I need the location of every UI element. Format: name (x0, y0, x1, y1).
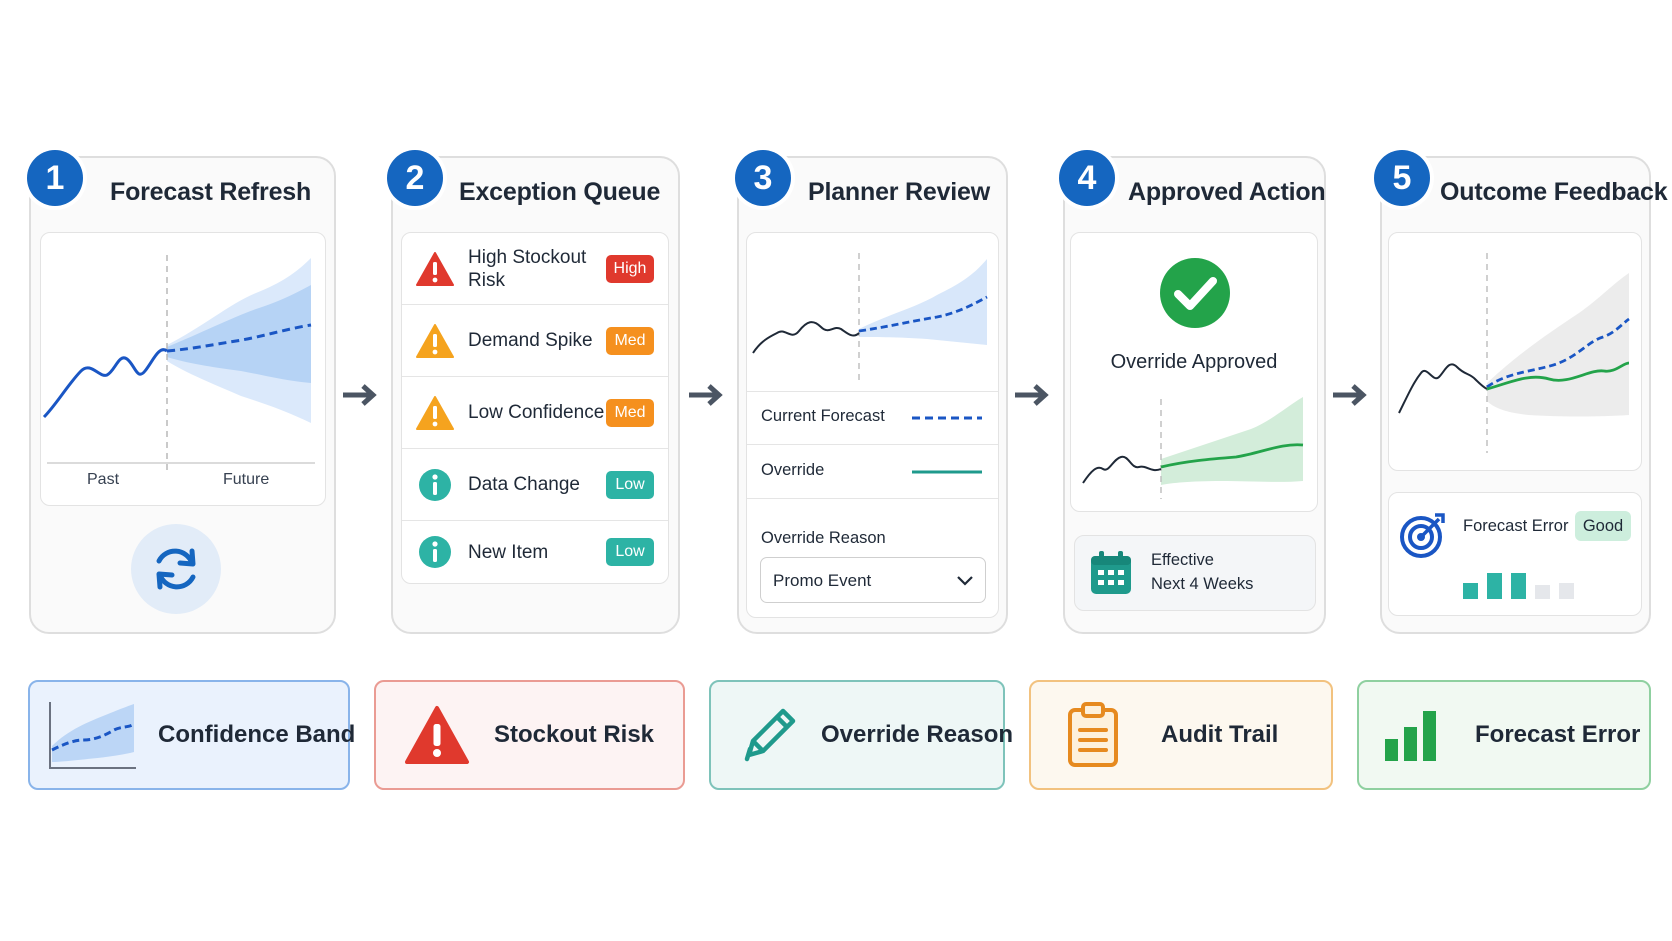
step-number-badge: 2 (387, 150, 443, 206)
effective-date-box: Effective Next 4 Weeks (1074, 535, 1316, 611)
legend-card-confidence-band: Confidence Band (28, 680, 355, 790)
legend-label: Stockout Risk (494, 721, 655, 748)
legend-card-override-reason: Override Reason (709, 680, 1013, 790)
calendar-icon (1091, 551, 1131, 594)
step-title: Outcome Feedback (1440, 178, 1668, 206)
warning-orange-icon (416, 323, 454, 358)
severity-badge-low: Low (606, 470, 654, 499)
approval-status: Override Approved (1110, 351, 1278, 373)
outcome-chart (1398, 253, 1630, 453)
clipboard-icon (1068, 702, 1118, 767)
step-number-badge: 4 (1059, 150, 1115, 206)
good-badge: Good (1575, 511, 1631, 541)
effective-value: Next 4 Weeks (1151, 575, 1254, 593)
override-reason-value: Promo Event (773, 571, 872, 590)
outcome-chart-panel (1388, 232, 1642, 471)
pencil-icon (744, 708, 796, 762)
exception-label: New Item (468, 541, 549, 563)
forecast-error-label: Forecast Error (1463, 517, 1569, 535)
check-circle-icon (1160, 258, 1230, 328)
exception-row[interactable]: Demand Spike Med (402, 305, 668, 377)
legend-card-audit-trail: Audit Trail (1029, 680, 1333, 790)
forecast-chart-panel: Past Future (40, 232, 326, 506)
bar-chart-icon (1385, 711, 1436, 761)
legend-label: Override Reason (821, 721, 1014, 748)
review-forecast-chart (752, 253, 988, 383)
exception-row[interactable]: High Stockout Risk High (402, 233, 668, 305)
severity-badge-low: Low (606, 538, 654, 566)
warning-red-icon (416, 251, 454, 286)
step-title: Forecast Refresh (110, 178, 312, 206)
refresh-icon (156, 548, 196, 590)
legend-override: Override (747, 445, 998, 499)
planner-review-panel: Current Forecast Override Override Reaso… (746, 232, 999, 618)
legend-label: Audit Trail (1161, 721, 1279, 748)
axis-label-future: Future (223, 471, 270, 488)
step-number-badge: 3 (735, 150, 791, 206)
dashed-line-swatch (912, 416, 982, 420)
exception-list: High Stockout Risk High Demand Spike Med… (401, 232, 669, 584)
legend-override-label: Override (761, 461, 825, 479)
step-number-badge: 1 (27, 150, 83, 206)
effective-label: Effective (1151, 551, 1214, 569)
forecast-band-chart (42, 255, 315, 473)
exception-label: Data Change (468, 474, 580, 495)
exception-row[interactable]: Data Change Low (402, 449, 668, 521)
severity-badge-high: High (606, 254, 654, 283)
step-title: Approved Action (1128, 178, 1326, 206)
refresh-button[interactable] (131, 524, 221, 614)
target-icon (1400, 513, 1445, 558)
error-bars-icon (1463, 573, 1574, 599)
approved-forecast-chart (1082, 397, 1304, 499)
chevron-down-icon (957, 576, 973, 586)
warning-icon (405, 706, 469, 764)
step-number-badge: 5 (1374, 150, 1430, 206)
legend-current-forecast: Current Forecast (747, 391, 998, 445)
flow-arrow-icon (343, 384, 377, 406)
info-icon (419, 468, 451, 501)
legend-current-label: Current Forecast (761, 407, 885, 425)
severity-badge-med: Med (606, 326, 654, 355)
legend-card-forecast-error: Forecast Error (1357, 680, 1651, 790)
exception-label: High Stockout Risk (468, 246, 587, 291)
axis-label-past: Past (87, 471, 120, 488)
exception-label: Low Confidence (468, 402, 605, 423)
forecast-error-box: Forecast Error Good (1388, 492, 1642, 616)
legend-label: Forecast Error (1475, 721, 1641, 748)
flow-arrow-icon (1333, 384, 1367, 406)
solid-line-swatch (912, 470, 982, 474)
override-reason-label: Override Reason (761, 529, 886, 547)
warning-orange-icon (416, 395, 454, 430)
exception-label: Demand Spike (468, 330, 593, 351)
flow-arrow-icon (1015, 384, 1049, 406)
flow-arrow-icon (689, 384, 723, 406)
step-title: Exception Queue (459, 178, 661, 206)
approval-panel: Override Approved (1070, 232, 1318, 512)
info-icon (419, 536, 451, 568)
override-reason-select[interactable]: Promo Event (760, 557, 986, 603)
legend-card-stockout-risk: Stockout Risk (374, 680, 685, 790)
exception-row[interactable]: New Item Low (402, 521, 668, 583)
severity-badge-med: Med (606, 398, 654, 427)
confidence-band-icon (49, 702, 136, 769)
legend-label: Confidence Band (158, 721, 356, 748)
exception-row[interactable]: Low Confidence Med (402, 377, 668, 449)
step-title: Planner Review (808, 178, 991, 206)
